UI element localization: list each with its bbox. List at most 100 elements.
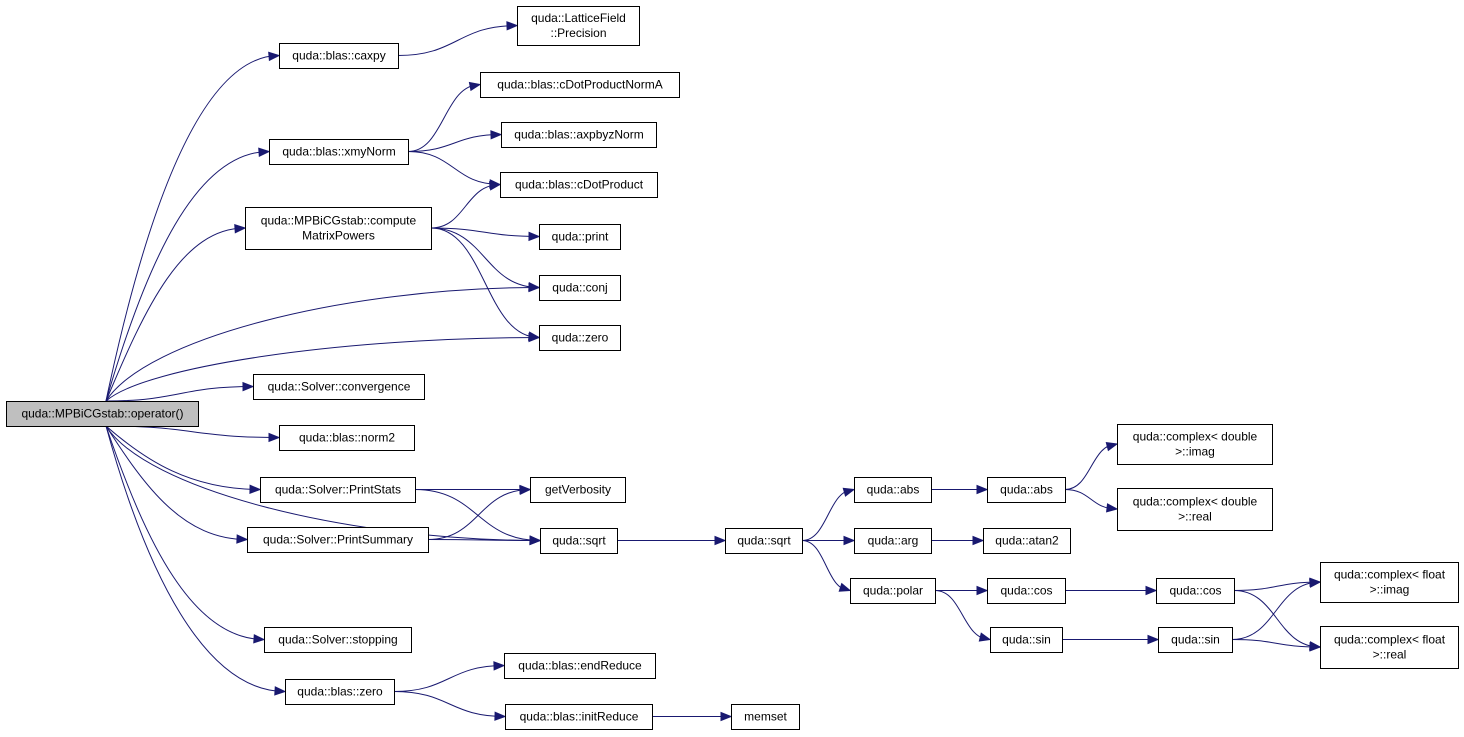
node-printsummary[interactable]: quda::Solver::PrintSummary [247,527,429,553]
node-box [245,207,432,250]
node-box [990,627,1063,653]
node-label: quda::atan2 [995,534,1059,548]
edge-root-to-printstats [105,425,261,490]
node-cdreal[interactable]: quda::complex< double>::real [1117,488,1273,531]
arrow-head [268,51,281,62]
node-box [1158,627,1233,653]
node-box [539,325,621,351]
edge-root-to-xmynorm [105,151,270,402]
node-label: quda::sqrt [552,534,606,548]
node-cos2[interactable]: quda::cos [1156,578,1235,604]
node-sqrt1[interactable]: quda::sqrt [540,528,618,554]
node-label: quda::blas::endReduce [518,659,642,673]
node-zero[interactable]: quda::zero [539,325,621,351]
arrow-head [843,535,856,546]
node-precision[interactable]: quda::LatticeField::Precision [517,6,640,46]
node-box [264,627,412,653]
node-norm2[interactable]: quda::blas::norm2 [279,425,415,451]
node-box [247,527,429,553]
arrow-head [528,231,541,242]
node-atan2[interactable]: quda::atan2 [983,528,1071,554]
node-label: quda::Solver::convergence [268,380,411,394]
node-root[interactable]: quda::MPBiCGstab::operator() [6,401,199,427]
node-cdot[interactable]: quda::blas::cDotProduct [500,172,658,198]
node-polar[interactable]: quda::polar [850,578,936,604]
node-box [539,275,621,301]
node-box [725,528,803,554]
edge-root-to-zero [105,337,540,402]
node-endreduce[interactable]: quda::blas::endReduce [504,653,656,679]
node-label: quda::blas::caxpy [292,49,385,63]
edge-printstats-to-sqrt1 [414,489,541,541]
node-label: ::Precision [550,26,606,40]
arrow-head [1106,503,1119,513]
node-label: quda::sin [1171,633,1220,647]
node-cdotnorma[interactable]: quda::blas::cDotProductNormA [480,72,680,98]
node-cfreal[interactable]: quda::complex< float>::real [1320,626,1459,669]
edge-xmynorm-to-cdot [407,151,501,185]
node-arg[interactable]: quda::arg [854,528,932,554]
arrow-head [976,585,989,596]
edge-root-to-printsummary [105,425,248,540]
node-label: MatrixPowers [302,229,375,243]
node-box [731,704,800,730]
node-memset[interactable]: memset [731,704,800,730]
node-box [480,72,680,98]
arrow-head [1147,634,1160,645]
arrow-head [234,223,247,234]
node-sin1[interactable]: quda::sin [990,627,1063,653]
edge-sin2-to-cfreal [1231,639,1321,648]
node-stopping[interactable]: quda::Solver::stopping [264,627,412,653]
arrow-head [493,661,506,671]
arrow-head [494,711,507,721]
node-printstats[interactable]: quda::Solver::PrintStats [260,477,416,503]
node-box [285,679,395,705]
node-box [269,139,409,165]
node-cdimag[interactable]: quda::complex< double>::imag [1117,424,1273,465]
node-abs1[interactable]: quda::abs [854,477,932,503]
edge-root-to-stopping [105,425,265,640]
edge-xmynorm-to-axpbyz [407,134,502,152]
node-initreduce[interactable]: quda::blas::initReduce [505,704,653,730]
node-conj[interactable]: quda::conj [539,275,621,301]
edge-sqrt2-to-polar [801,540,851,591]
node-box [6,401,199,427]
node-blaszero[interactable]: quda::blas::zero [285,679,395,705]
node-print[interactable]: quda::print [539,224,621,250]
node-box [500,172,658,198]
arrow-head [242,381,255,392]
arrow-head [1309,642,1322,652]
node-label: >::imag [1370,583,1410,597]
node-label: >::real [1373,648,1407,662]
node-label: quda::MPBiCGstab::operator() [21,407,183,421]
node-label: quda::polar [863,584,923,598]
node-box [1156,578,1235,604]
node-sin2[interactable]: quda::sin [1158,627,1233,653]
node-caxpy[interactable]: quda::blas::caxpy [279,43,399,69]
edge-printsummary-to-sqrt1 [427,539,541,541]
node-label: memset [744,710,787,724]
node-label: quda::blas::cDotProductNormA [497,78,662,92]
node-abs2[interactable]: quda::abs [987,477,1066,503]
edge-xmynorm-to-cdotnorma [407,84,481,152]
node-cos1[interactable]: quda::cos [987,578,1066,604]
node-box [1117,424,1273,465]
node-label: quda::blas::initReduce [520,710,639,724]
arrow-head [274,686,287,696]
node-axpbyz[interactable]: quda::blas::axpbyzNorm [501,122,657,148]
node-convergence[interactable]: quda::Solver::convergence [253,374,425,400]
node-label: quda::MPBiCGstab::compute [261,214,417,228]
arrow-head [529,535,542,546]
node-cfimag[interactable]: quda::complex< float>::imag [1320,562,1459,603]
node-sqrt2[interactable]: quda::sqrt [725,528,803,554]
edge-blaszero-to-endreduce [393,665,505,692]
edges-layer [105,21,1322,722]
edge-compute-to-zero [430,227,540,338]
node-xmynorm[interactable]: quda::blas::xmyNorm [269,139,409,165]
node-getverb[interactable]: getVerbosity [530,477,626,503]
edge-sqrt2-to-abs1 [801,489,855,541]
node-box [540,528,618,554]
arrow-head [1309,578,1322,588]
